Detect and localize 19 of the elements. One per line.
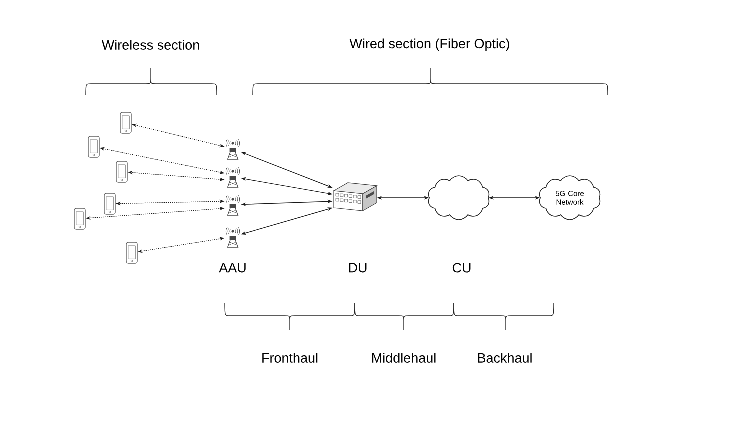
phone-icon	[74, 208, 86, 230]
antenna-icon	[226, 139, 240, 160]
antenna-icon	[226, 195, 240, 216]
section-label: Wireless section	[102, 40, 200, 50]
segment-label: Fronthaul	[262, 353, 318, 363]
antenna-icon	[226, 167, 240, 188]
antenna-icon	[226, 227, 240, 248]
phone-icon	[120, 112, 132, 134]
group-label: AAU	[219, 263, 246, 273]
segment-label: Backhaul	[478, 353, 532, 363]
phone-icon	[126, 242, 138, 264]
cloud	[428, 176, 490, 220]
segment-label: Middlehaul	[372, 353, 436, 363]
phone-icon	[88, 136, 100, 158]
phone-icon	[104, 193, 116, 215]
node-label: CU	[452, 263, 471, 273]
phone-icon	[116, 161, 128, 183]
node-label: DU	[349, 263, 367, 273]
section-label: Wired section (Fiber Optic)	[350, 38, 510, 52]
